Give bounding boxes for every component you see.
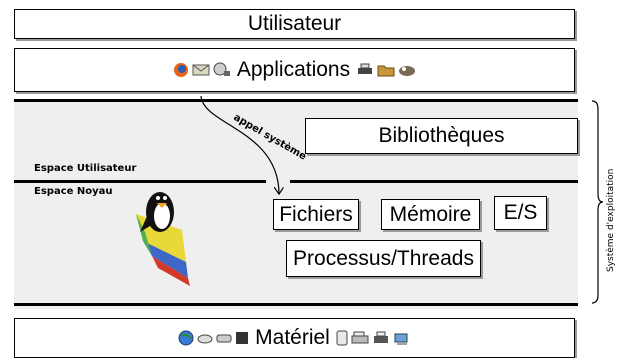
user-kernel-boundary-right [290, 180, 578, 183]
os-top-line [14, 99, 578, 102]
memory-label: Mémoire [389, 202, 472, 226]
os-brace [591, 100, 604, 304]
libraries-label: Bibliothèques [378, 124, 505, 147]
processes-label: Processus/Threads [293, 246, 474, 270]
chip-icon [236, 332, 249, 344]
user-layer-box: Utilisateur [14, 9, 575, 39]
memory-box: Mémoire [381, 199, 480, 230]
io-label: E/S [503, 201, 538, 224]
printer-icon [373, 331, 388, 343]
os-bottom-line [14, 303, 578, 306]
user-layer-label: Utilisateur [247, 12, 342, 35]
harddisk-icon [336, 330, 348, 346]
syscall-label: appel système [232, 111, 309, 162]
files-label: Fichiers [279, 202, 353, 226]
network-icon [394, 333, 408, 345]
drive-icon [216, 334, 232, 343]
syscall-arrow [200, 95, 279, 193]
kernel-space-label: Espace Noyau [34, 186, 113, 197]
media-player-icon [213, 62, 230, 76]
processes-box: Processus/Threads [286, 240, 481, 277]
applications-right-icons [356, 63, 416, 77]
applications-layer-box: Applications [14, 48, 575, 92]
applications-left-icons [173, 62, 231, 78]
hardware-layer-label: Matériel [255, 326, 330, 349]
mail-icon [192, 64, 210, 76]
user-kernel-boundary-left [14, 180, 266, 183]
libraries-box: Bibliothèques [305, 118, 578, 154]
hardware-left-icons [178, 330, 249, 346]
scanner-icon [351, 331, 369, 344]
gimp-icon [399, 66, 416, 76]
disk-icon [197, 334, 213, 344]
firefox-icon [173, 63, 188, 77]
folder-icon [377, 65, 395, 77]
applications-layer-label: Applications [236, 58, 351, 81]
printer-icon [358, 63, 373, 74]
hardware-right-icons [336, 330, 411, 346]
io-box: E/S [494, 196, 547, 230]
globe-icon [178, 330, 194, 346]
tux-penguin-icon [136, 192, 190, 286]
user-space-label: Espace Utilisateur [34, 163, 137, 174]
files-box: Fichiers [273, 199, 359, 230]
